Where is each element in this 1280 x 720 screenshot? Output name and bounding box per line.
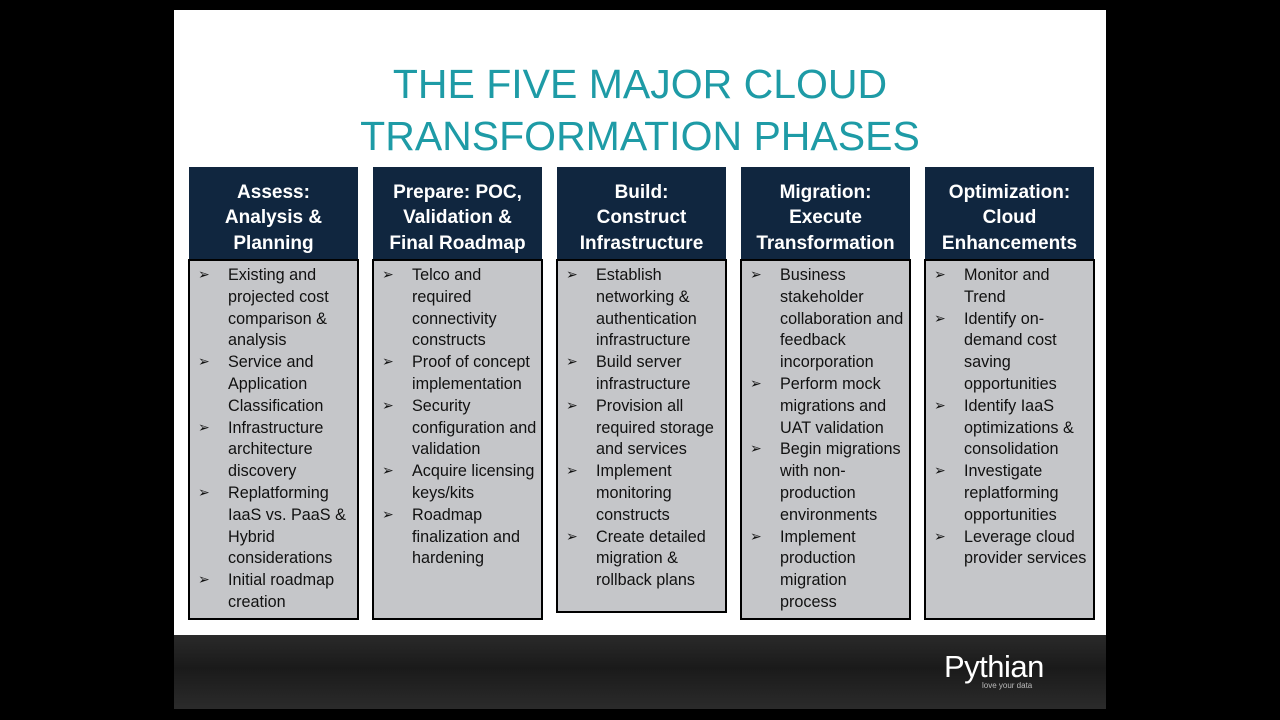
list-item: Implement production migration process [748, 527, 905, 614]
list-item: Service and Application Classification [196, 352, 353, 417]
list-item: Existing and projected cost comparison &… [196, 265, 353, 352]
phase-heading: Migration: Execute Transformation [756, 181, 895, 254]
phase-header-optimization: Optimization: Cloud Enhancements [925, 167, 1094, 267]
phase-heading: Optimization: Cloud Enhancements [941, 181, 1078, 254]
list-item: Acquire licensing keys/kits [380, 461, 537, 505]
list-item: Begin migrations with non-production env… [748, 439, 905, 526]
phase-header-build: Build: Construct Infrastructure [557, 167, 726, 267]
phase-list-build: Establish networking & authentication in… [556, 259, 727, 613]
list-item: Monitor and Trend [932, 265, 1089, 309]
list-item: Build server infrastructure [564, 352, 721, 396]
pythian-logo: Pythian [944, 649, 1044, 684]
list-item: Infrastructure architecture discovery [196, 418, 353, 483]
phase-list-prepare: Telco and required connectivity construc… [372, 259, 543, 620]
list-item: Proof of concept implementation [380, 352, 537, 396]
list-item: Business stakeholder collaboration and f… [748, 265, 905, 374]
phase-header-migration: Migration: Execute Transformation [741, 167, 910, 267]
logo-tagline: love your data [982, 681, 1033, 690]
phase-list-migration: Business stakeholder collaboration and f… [740, 259, 911, 620]
list-item: Establish networking & authentication in… [564, 265, 721, 352]
phase-header-prepare: Prepare: POC, Validation & Final Roadmap [373, 167, 542, 267]
list-item: Replatforming IaaS vs. PaaS & Hybrid con… [196, 483, 353, 570]
list-item: Provision all required storage and servi… [564, 396, 721, 461]
list-item: Identify IaaS optimizations & consolidat… [932, 396, 1089, 461]
slide: THE FIVE MAJOR CLOUD TRANSFORMATION PHAS… [174, 10, 1106, 635]
list-item: Telco and required connectivity construc… [380, 265, 537, 352]
slide-footer: Pythian love your data [174, 635, 1106, 709]
phase-list-assess: Existing and projected cost comparison &… [188, 259, 359, 620]
phase-heading: Prepare: POC, Validation & Final Roadmap [389, 181, 526, 254]
slide-title: THE FIVE MAJOR CLOUD TRANSFORMATION PHAS… [174, 58, 1106, 162]
slide-title-line-1: THE FIVE MAJOR CLOUD [392, 61, 888, 107]
list-item: Implement monitoring constructs [564, 461, 721, 526]
list-item: Roadmap finalization and hardening [380, 505, 537, 570]
phase-header-assess: Assess: Analysis & Planning [189, 167, 358, 267]
phase-heading: Build: Construct Infrastructure [579, 181, 704, 254]
list-item: Investigate replatforming opportunities [932, 461, 1089, 526]
slide-title-line-2: TRANSFORMATION PHASES [360, 113, 920, 159]
phase-list-optimization: Monitor and Trend Identify on-demand cos… [924, 259, 1095, 620]
phase-heading: Assess: Analysis & Planning [224, 181, 323, 254]
list-item: Leverage cloud provider services [932, 527, 1089, 571]
list-item: Identify on-demand cost saving opportuni… [932, 309, 1089, 396]
list-item: Perform mock migrations and UAT validati… [748, 374, 905, 439]
list-item: Security configuration and validation [380, 396, 537, 461]
list-item: Initial roadmap creation [196, 570, 353, 614]
list-item: Create detailed migration & rollback pla… [564, 527, 721, 592]
